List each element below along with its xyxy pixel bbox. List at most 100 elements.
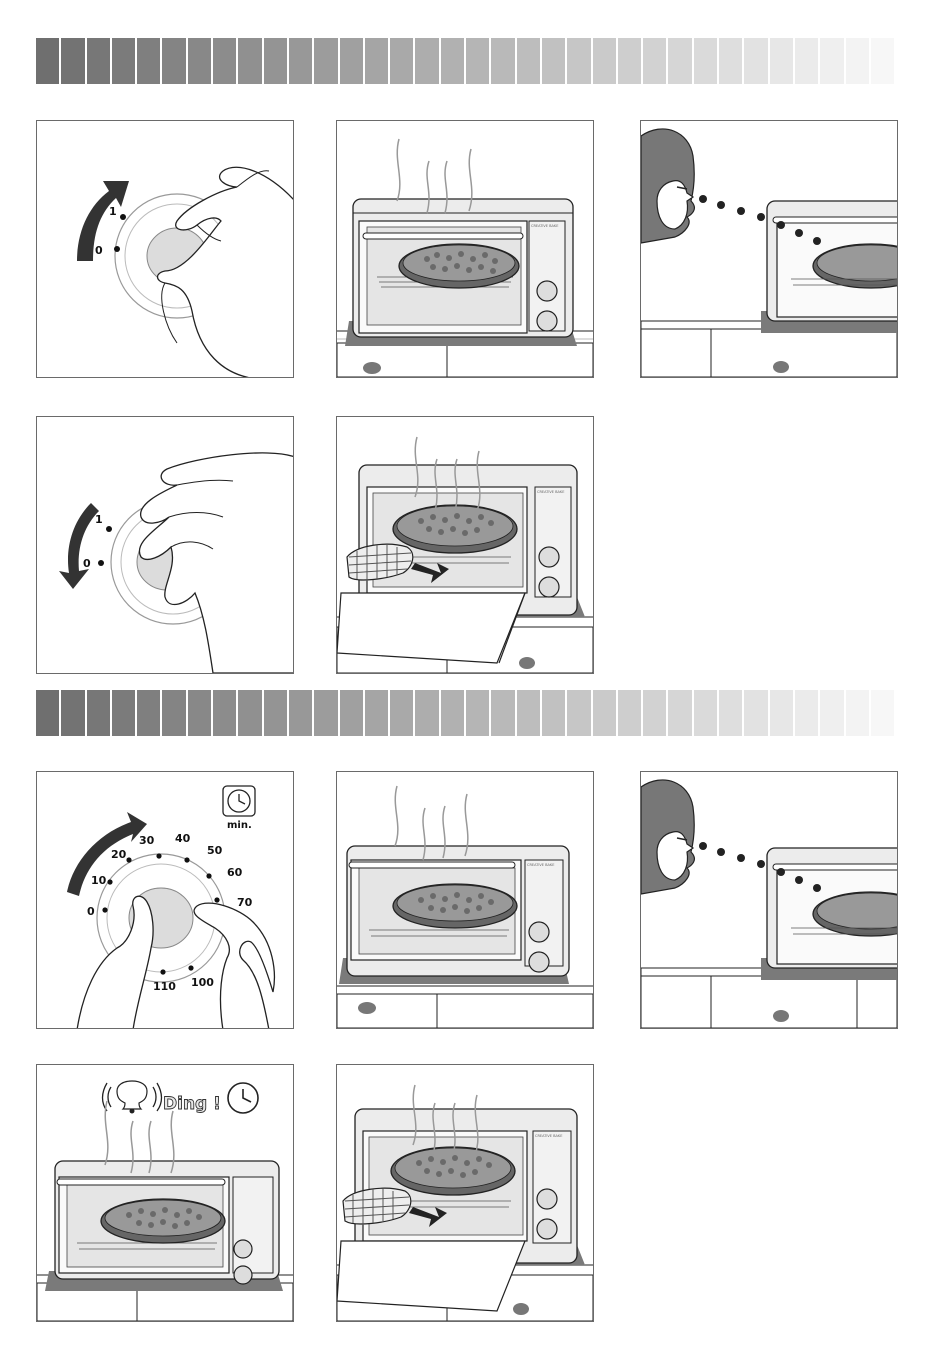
band-segment (466, 690, 491, 736)
timer-tick-label: 110 (153, 980, 176, 993)
on-dot-2 (106, 526, 112, 532)
band-segment (567, 38, 592, 84)
timer-tick-label: 10 (91, 874, 107, 887)
band-segment (289, 38, 314, 84)
watch-food-illustration (641, 121, 897, 377)
remove-food-illustration-2: CREATIVE BAKE (337, 1065, 593, 1321)
band-segment (668, 38, 693, 84)
band-segment (264, 38, 289, 84)
timer-tick-label: 50 (207, 844, 223, 857)
panel-set-timer: min. 0 10 20 30 40 50 60 70 100 110 (36, 771, 294, 1029)
band-segment (871, 38, 894, 84)
oven-brand-label-4: CREATIVE BAKE (535, 1134, 562, 1138)
gradient-band-top (36, 38, 894, 84)
band-segment (390, 38, 415, 84)
on-dot (120, 214, 126, 220)
band-segment (415, 38, 440, 84)
band-segment (542, 38, 567, 84)
band-segment (365, 38, 390, 84)
oven-cooking-illustration: CREATIVE BAKE (337, 772, 593, 1028)
oven-brand-label-3: CREATIVE BAKE (527, 863, 554, 867)
timer-tick-label: 40 (175, 832, 191, 845)
ding-label: Ding ! (163, 1094, 221, 1114)
band-segment (314, 38, 339, 84)
band-segment (188, 38, 213, 84)
oven-preheat-illustration: CREATIVE BAKE (337, 121, 593, 377)
off-label: 0 (95, 244, 103, 257)
band-segment (238, 38, 263, 84)
band-segment (871, 690, 894, 736)
timer-tick-label: 100 (191, 976, 214, 989)
band-segment (365, 690, 390, 736)
band-segment (846, 690, 871, 736)
band-segment (618, 38, 643, 84)
band-segment (770, 690, 795, 736)
oven-brand-label-2: CREATIVE BAKE (537, 490, 564, 494)
oven-brand-label: CREATIVE BAKE (531, 224, 558, 228)
band-segment (694, 38, 719, 84)
on-label-2: 1 (95, 513, 103, 526)
band-segment (415, 690, 440, 736)
band-segment (820, 38, 845, 84)
band-segment (567, 690, 592, 736)
gradient-band-middle (36, 690, 894, 736)
timer-tick-label: 20 (111, 848, 127, 861)
band-segment (643, 38, 668, 84)
off-dot-2 (98, 560, 104, 566)
band-segment (694, 690, 719, 736)
band-segment (61, 690, 86, 736)
off-dot (114, 246, 120, 252)
timer-tick-label: 60 (227, 866, 243, 879)
band-segment (593, 690, 618, 736)
band-segment (112, 38, 137, 84)
band-segment (491, 38, 516, 84)
panel-watch-food (640, 120, 898, 378)
on-label: 1 (109, 205, 117, 218)
band-segment (162, 690, 187, 736)
band-segment (340, 690, 365, 736)
bell-icon (103, 1081, 162, 1114)
panel-remove-food: CREATIVE BAKE (336, 416, 594, 674)
knob-on-illustration: 1 0 (37, 121, 293, 377)
band-segment (87, 38, 112, 84)
band-segment (517, 690, 542, 736)
band-segment (542, 690, 567, 736)
band-segment (719, 38, 744, 84)
band-segment (238, 690, 263, 736)
timer-knob-illustration: min. 0 10 20 30 40 50 60 70 100 110 (37, 772, 293, 1028)
band-segment (137, 690, 162, 736)
band-segment (668, 690, 693, 736)
band-segment (643, 690, 668, 736)
timer-tick-label: 0 (87, 905, 95, 918)
knob-off-illustration: 1 0 (37, 417, 293, 673)
panel-turn-knob-off: 1 0 (36, 416, 294, 674)
timer-ding-illustration: Ding ! (37, 1065, 293, 1321)
band-segment (61, 38, 86, 84)
band-segment (36, 38, 61, 84)
band-segment (820, 690, 845, 736)
band-segment (112, 690, 137, 736)
band-segment (719, 690, 744, 736)
band-segment (517, 38, 542, 84)
band-segment (466, 38, 491, 84)
band-segment (618, 690, 643, 736)
timer-tick-label: 70 (237, 896, 253, 909)
band-segment (289, 690, 314, 736)
band-segment (188, 690, 213, 736)
band-segment (36, 690, 61, 736)
panel-remove-food-2: CREATIVE BAKE (336, 1064, 594, 1322)
band-segment (87, 690, 112, 736)
band-segment (593, 38, 618, 84)
band-segment (213, 690, 238, 736)
panel-turn-knob-on: 1 0 (36, 120, 294, 378)
panel-timer-ding: Ding ! (36, 1064, 294, 1322)
panel-oven-preheat: CREATIVE BAKE (336, 120, 594, 378)
panel-watch-food-2 (640, 771, 898, 1029)
band-segment (744, 38, 769, 84)
band-segment (390, 690, 415, 736)
watch-food-illustration-2 (641, 772, 897, 1028)
band-segment (795, 38, 820, 84)
band-segment (137, 38, 162, 84)
off-label-2: 0 (83, 557, 91, 570)
timer-unit-label: min. (227, 820, 252, 831)
